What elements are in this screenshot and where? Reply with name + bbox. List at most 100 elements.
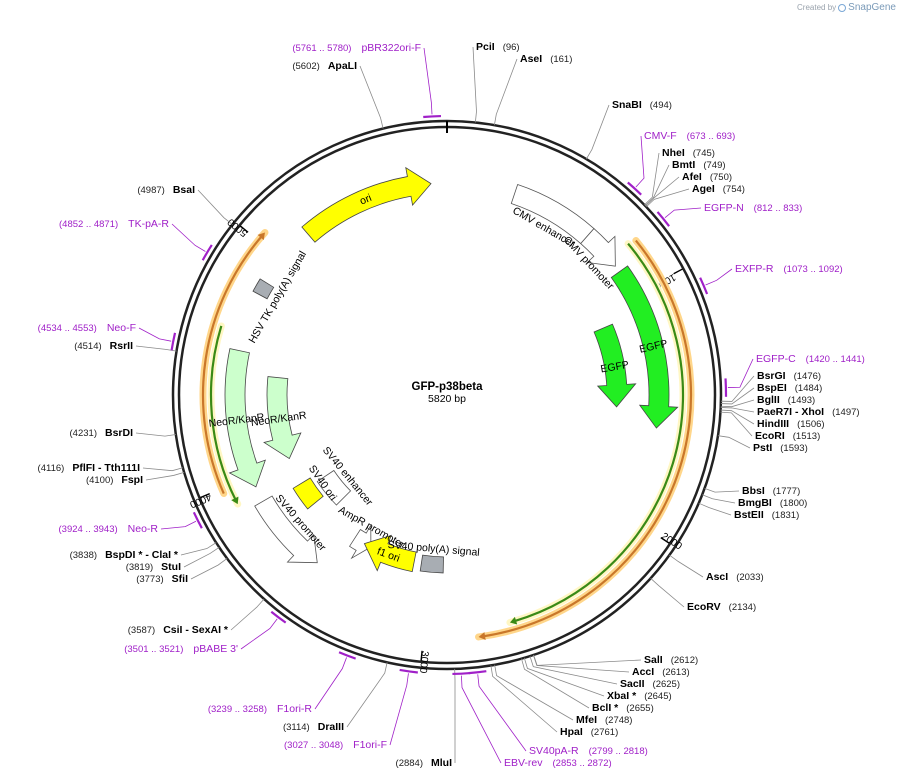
enzyme-site-bsteii[interactable]: BstEII(1831) [734,509,799,521]
enzyme-site-mlui[interactable]: (2884)MluI [396,757,453,769]
enzyme-name: SalI [644,654,663,666]
primer-site [656,211,670,227]
enzyme-site-hpai[interactable]: HpaI(2761) [560,726,618,738]
primer-position: (1420 .. 1441) [806,354,865,365]
primer-leader-line [171,223,206,252]
enzyme-site-stui[interactable]: (3819)StuI [126,561,181,573]
primer-exfp-r[interactable]: EXFP-R(1073 .. 1092) [735,263,843,275]
enzyme-leader-line [529,656,618,685]
enzyme-site-pcii[interactable]: PciI(96) [476,41,520,53]
enzyme-site-fspi[interactable]: (4100) FspI [86,474,143,486]
enzyme-position: (4100) [86,475,113,486]
enzyme-site-bbsi[interactable]: BbsI(1777) [742,485,800,497]
primer-name: pBABE 3' [193,643,238,655]
watermark-prefix: Created by [797,3,837,12]
primer-name: Neo-R [128,523,159,535]
enzyme-site-ecori[interactable]: EcoRI(1513) [755,430,820,442]
orf-group [199,229,695,641]
primer-position: (2853 .. 2872) [553,758,612,769]
primer-f1ori-r[interactable]: (3239 .. 3258)F1ori-R [208,703,313,715]
enzyme-leader-line [190,558,228,580]
feature-sv40-poly-a-signal [419,554,444,574]
feature-group [224,166,679,574]
orf-halo [475,237,695,641]
enzyme-site-bglii[interactable]: BglII(1493) [757,394,815,406]
enzyme-position: (1493) [788,395,815,406]
enzyme-site-bsrgi[interactable]: BsrGI(1476) [757,370,821,382]
primer-egfp-c[interactable]: EGFP-C(1420 .. 1441) [756,353,865,365]
enzyme-position: (750) [710,172,732,183]
enzyme-site-psti[interactable]: PstI(1593) [753,442,808,454]
primer-neo-r[interactable]: (3924 .. 3943)Neo-R [59,523,159,535]
enzyme-site-csii-sexai[interactable]: (3587)CsiI - SexAI * [128,624,229,636]
orf-halo [506,240,687,626]
primer-cmv-f[interactable]: CMV-F(673 .. 693) [644,130,735,142]
enzyme-name: FspI [121,474,143,486]
enzyme-site-bspei[interactable]: BspEI(1484) [757,382,822,394]
enzyme-leader-line [720,399,755,408]
enzyme-leader-line [493,58,518,126]
primer-f1ori-f[interactable]: (3027 .. 3048)F1ori-F [284,739,387,751]
primer-leader-line [423,47,433,115]
enzyme-leader-line [135,345,177,352]
enzyme-site-bmgbi[interactable]: BmgBI(1800) [738,497,807,509]
primer-site [452,671,471,676]
enzyme-site-nhei[interactable]: NheI(745) [662,147,715,159]
enzyme-site-bcli[interactable]: BclI *(2655) [592,702,654,714]
primer-position: (3501 .. 3521) [124,644,183,655]
enzyme-site-mfei[interactable]: MfeI(2748) [576,714,632,726]
feature-f1-ori [363,534,417,573]
enzyme-leader-line [494,664,574,721]
enzyme-site-ecorv[interactable]: EcoRV(2134) [687,601,756,613]
enzyme-name: BmgBI [738,497,772,509]
enzyme-leader-line [702,494,736,504]
enzyme-leader-line [720,375,755,402]
enzyme-leader-line [720,409,755,425]
primer-pbr322ori-f[interactable]: (5761 .. 5780)pBR322ori-F [292,42,421,54]
enzyme-site-apali[interactable]: (5602)ApaLI [292,60,357,72]
enzyme-position: (4987) [137,185,164,196]
enzyme-site-bsai[interactable]: (4987)BsaI [137,184,195,196]
enzyme-site-paer7i-xhoi[interactable]: PaeR7I - XhoI(1497) [757,406,860,418]
enzyme-leader-line [645,176,680,207]
enzyme-site-sacii[interactable]: SacII(2625) [620,678,680,690]
enzyme-name: AscI [706,571,728,583]
enzyme-site-sfii[interactable]: (3773)SfiI [136,573,188,585]
enzyme-leader-line [145,471,185,481]
primer-egfp-n[interactable]: EGFP-N(812 .. 833) [704,202,802,214]
enzyme-site-xbai[interactable]: XbaI *(2645) [607,690,672,702]
primer-leader-line [477,674,527,752]
enzyme-site-hindiii[interactable]: HindIII(1506) [757,418,825,430]
enzyme-position: (3819) [126,562,153,573]
primer-sv40pa-r[interactable]: SV40pA-R(2799 .. 2818) [529,745,648,757]
primer-pbabe-3[interactable]: (3501 .. 3521) pBABE 3' [124,643,238,655]
enzyme-site-afei[interactable]: AfeI(750) [682,171,732,183]
enzyme-site-draiii[interactable]: (3114)DraIII [283,721,344,733]
primer-name: EBV-rev [504,757,543,769]
enzyme-site-acci[interactable]: AccI(2613) [632,666,690,678]
enzyme-site-sali[interactable]: SalI(2612) [644,654,698,666]
enzyme-position: (1506) [797,419,824,430]
enzyme-site-asei[interactable]: AseI(161) [520,53,572,65]
enzyme-position: (2625) [653,679,680,690]
primer-ebv-rev[interactable]: EBV-rev (2853 .. 2872) [504,757,612,769]
enzyme-site-bmti[interactable]: BmtI(749) [672,159,726,171]
primer-name: pBR322ori-F [361,42,421,54]
enzyme-site-bsrdi[interactable]: (4231)BsrDI [70,427,134,439]
primer-tk-pa-r[interactable]: (4852 .. 4871)TK-pA-R [59,218,169,230]
enzyme-site-agei[interactable]: AgeI(754) [692,183,745,195]
enzyme-position: (754) [723,184,745,195]
enzyme-site-bspdi-clai[interactable]: (3838)BspDI * - ClaI * [70,549,179,561]
enzyme-site-rsrii[interactable]: (4514)RsrII [74,340,133,352]
primer-name: F1ori-R [277,703,312,715]
enzyme-name: AccI [632,666,654,678]
primer-neo-f[interactable]: (4534 .. 4553)Neo-F [38,322,136,334]
enzyme-name: MfeI [576,714,597,726]
primer-name: SV40pA-R [529,745,579,757]
primer-leader-line [705,268,733,286]
enzyme-position: (2134) [729,602,756,613]
enzyme-site-pflfi-tth111i[interactable]: (4116)PflFI - Tth111I [38,462,141,474]
enzyme-site-snabi[interactable]: SnaBI(494) [612,99,672,111]
enzyme-site-asci[interactable]: AscI(2033) [706,571,764,583]
